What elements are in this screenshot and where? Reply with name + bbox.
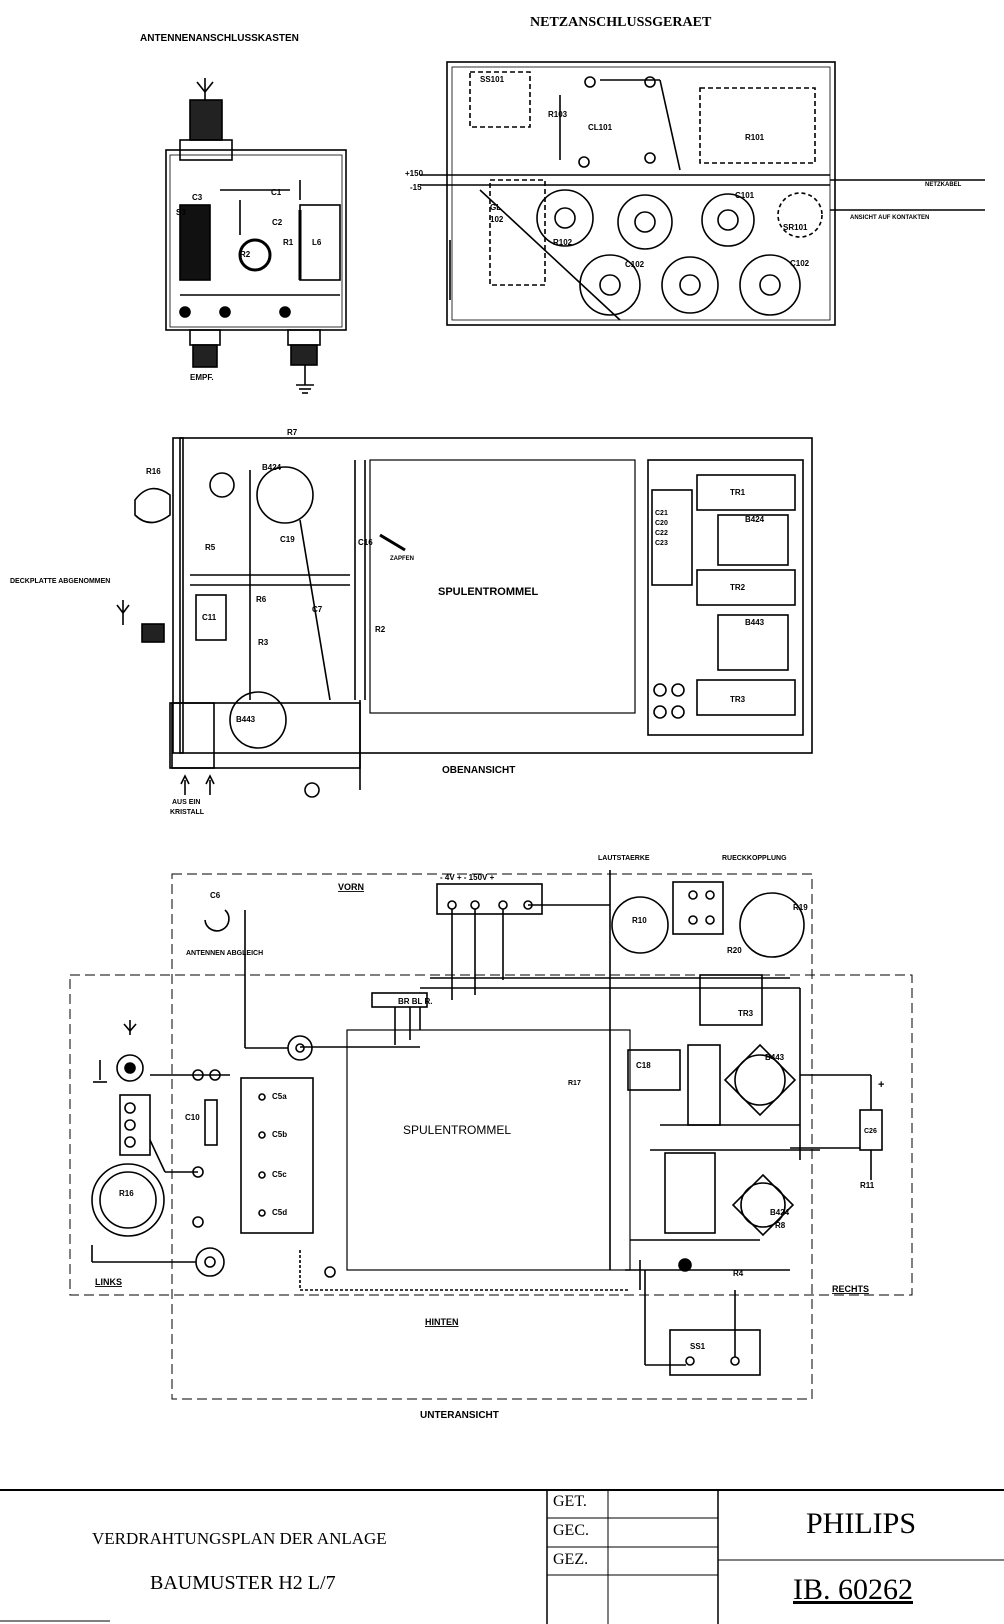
right-label: RECHTS <box>832 1284 869 1294</box>
svg-text:R11: R11 <box>860 1181 875 1190</box>
rear-label: HINTEN <box>425 1317 459 1327</box>
svg-text:C102: C102 <box>625 260 645 269</box>
svg-text:-15: -15 <box>410 183 422 192</box>
wire-codes-label: BR BL R. <box>398 997 433 1006</box>
svg-text:S3: S3 <box>176 208 186 217</box>
left-label: LINKS <box>95 1277 122 1287</box>
svg-text:R10: R10 <box>632 916 647 925</box>
svg-text:R3: R3 <box>258 638 269 647</box>
svg-text:C5b: C5b <box>272 1130 287 1139</box>
svg-text:C5d: C5d <box>272 1208 287 1217</box>
power-cable-label: NETZKABEL <box>925 182 962 188</box>
title-block: VERDRAHTUNGSPLAN DER ANLAGE BAUMUSTER H2… <box>0 1487 1004 1624</box>
svg-text:C18: C18 <box>636 1061 651 1070</box>
svg-text:B424: B424 <box>262 463 282 472</box>
svg-text:C10: C10 <box>185 1113 200 1122</box>
svg-text:C22: C22 <box>655 530 668 537</box>
svg-text:R5: R5 <box>205 543 216 552</box>
svg-text:+150: +150 <box>405 169 424 178</box>
svg-text:B424: B424 <box>745 515 765 524</box>
svg-text:R103: R103 <box>548 110 568 119</box>
svg-text:EMPF.: EMPF. <box>190 373 214 382</box>
svg-text:R4: R4 <box>733 1269 744 1278</box>
field-label-get: GET. <box>553 1493 587 1510</box>
svg-text:R1: R1 <box>283 238 294 247</box>
svg-text:C20: C20 <box>655 520 668 527</box>
top-view-title: OBENANSICHT <box>442 765 515 776</box>
svg-text:R2: R2 <box>240 250 251 259</box>
antenna-symbol <box>196 78 214 100</box>
svg-text:R8: R8 <box>775 1221 786 1230</box>
svg-text:C2: C2 <box>272 218 283 227</box>
plug-label: ZAPFEN <box>390 556 414 562</box>
svg-text:CL101: CL101 <box>588 123 613 132</box>
bottom-drum-label: SPULENTROMMEL <box>403 1123 511 1137</box>
svg-text:C26: C26 <box>864 1128 877 1135</box>
svg-text:TR2: TR2 <box>730 583 746 592</box>
svg-text:C101: C101 <box>735 191 755 200</box>
svg-text:C102: C102 <box>790 259 810 268</box>
field-label-gez: GEZ. <box>553 1551 589 1568</box>
antenna-trim-label: ANTENNEN ABGLEICH <box>186 950 263 957</box>
power-unit-title: NETZANSCHLUSSGERAET <box>530 15 712 30</box>
svg-text:R17: R17 <box>568 1080 581 1087</box>
svg-text:R19: R19 <box>793 903 808 912</box>
svg-text:TR3: TR3 <box>738 1009 754 1018</box>
svg-text:B443: B443 <box>765 1053 785 1062</box>
svg-text:C5c: C5c <box>272 1170 287 1179</box>
svg-text:R6: R6 <box>256 595 267 604</box>
svg-text:L6: L6 <box>312 238 322 247</box>
svg-text:R2: R2 <box>375 625 386 634</box>
svg-text:B443: B443 <box>745 618 765 627</box>
svg-text:C21: C21 <box>655 510 668 517</box>
svg-text:R16: R16 <box>119 1189 134 1198</box>
switch-label: AUS EIN <box>172 799 200 806</box>
svg-text:C6: C6 <box>210 891 221 900</box>
drawing-number: IB. 60262 <box>793 1573 913 1606</box>
power-supply-unit: NETZANSCHLUSSGERAET <box>405 15 985 326</box>
svg-text:GL: GL <box>490 203 501 212</box>
bottom-view-title: UNTERANSICHT <box>420 1410 499 1421</box>
field-label-gec: GEC. <box>553 1522 589 1539</box>
svg-text:TR1: TR1 <box>730 488 746 497</box>
svg-text:R101: R101 <box>745 133 765 142</box>
drawing-description-line1: VERDRAHTUNGSPLAN DER ANLAGE <box>92 1529 387 1548</box>
svg-text:C3: C3 <box>192 193 203 202</box>
svg-text:C5a: C5a <box>272 1092 287 1101</box>
bottom-view: SPULENTROMMEL - 4V + - 150V + BR BL R. C… <box>69 855 913 1421</box>
svg-text:C7: C7 <box>312 605 323 614</box>
svg-text:C11: C11 <box>202 613 217 622</box>
svg-text:SS1: SS1 <box>690 1342 706 1351</box>
contacts-view-label: ANSICHT AUF KONTAKTEN <box>850 215 929 221</box>
svg-text:R7: R7 <box>287 428 298 437</box>
crystal-label: KRISTALL <box>170 809 205 816</box>
svg-text:+: + <box>878 1079 884 1091</box>
svg-text:C19: C19 <box>280 535 295 544</box>
svg-text:SS101: SS101 <box>480 75 505 84</box>
svg-text:R20: R20 <box>727 946 742 955</box>
front-label: VORN <box>338 882 364 892</box>
svg-text:R102: R102 <box>553 238 573 247</box>
svg-text:102: 102 <box>490 215 504 224</box>
svg-text:B443: B443 <box>236 715 256 724</box>
terminal-strip-label: - 4V + - 150V + <box>440 873 495 882</box>
svg-text:R16: R16 <box>146 467 161 476</box>
wiring-diagram: ANTENNENANSCHLUSSKASTEN C <box>10 15 985 1421</box>
antenna-box-title: ANTENNENANSCHLUSSKASTEN <box>140 33 299 44</box>
svg-text:C16: C16 <box>358 538 373 547</box>
top-view: SPULENTROMMEL TR1 TR2 TR3 B424 B443 C21 … <box>10 428 813 816</box>
svg-text:C23: C23 <box>655 540 668 547</box>
svg-text:B424: B424 <box>770 1208 790 1217</box>
drawing-description-line2: BAUMUSTER H2 L/7 <box>150 1572 336 1594</box>
svg-text:C1: C1 <box>271 188 282 197</box>
company-name: PHILIPS <box>806 1507 917 1540</box>
cover-removed-label: DECKPLATTE ABGENOMMEN <box>10 578 110 585</box>
volume-label: LAUTSTAERKE <box>598 855 650 862</box>
svg-text:TR3: TR3 <box>730 695 746 704</box>
antenna-connection-box: ANTENNENANSCHLUSSKASTEN C <box>140 33 347 394</box>
svg-text:SR101: SR101 <box>783 223 808 232</box>
top-drum-label: SPULENTROMMEL <box>438 586 539 598</box>
feedback-label: RUECKKOPPLUNG <box>722 855 787 862</box>
